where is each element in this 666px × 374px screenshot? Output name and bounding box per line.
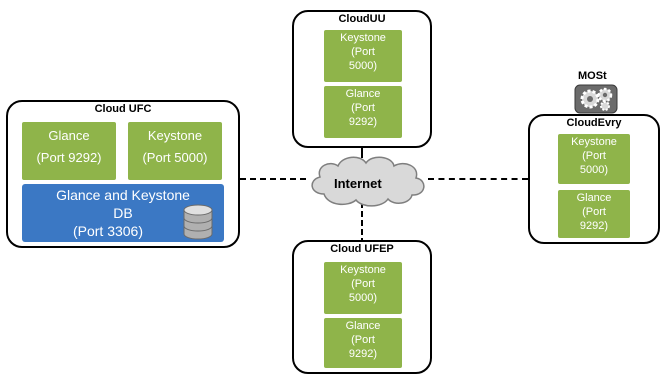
service-port-line1: (Port <box>351 333 375 346</box>
cloud-evry: CloudEvry Keystone (Port 5000) Glance (P… <box>528 114 660 244</box>
cloud-ufep: Cloud UFEP Keystone (Port 5000) Glance (… <box>292 240 432 374</box>
service-name: Keystone <box>340 264 386 276</box>
link-ufc-internet <box>240 178 306 180</box>
service-port-line2: 5000) <box>579 163 609 176</box>
cloud-uu-title: CloudUU <box>338 13 386 25</box>
cloud-uu-keystone: Keystone (Port 5000) <box>324 30 402 82</box>
service-name: Glance <box>345 320 381 332</box>
cloud-ufep-glance: Glance (Port 9292) <box>324 318 402 368</box>
cloud-ufc: Cloud UFC Glance (Port 9292) Keystone (P… <box>6 100 240 248</box>
service-port-line1: (Port <box>582 205 606 218</box>
service-name: Keystone <box>340 32 386 44</box>
service-name: Keystone <box>571 136 617 148</box>
service-name: Keystone <box>147 128 203 143</box>
cloud-evry-keystone: Keystone (Port 5000) <box>558 134 630 184</box>
service-port: (Port 5000) <box>142 150 208 166</box>
service-port: (Port 9292) <box>36 150 102 166</box>
link-uu-internet <box>361 148 363 158</box>
cloud-uu: CloudUU Keystone (Port 5000) Glance (Por… <box>292 10 432 148</box>
service-port-line1: (Port <box>351 277 375 290</box>
db-line2: DB <box>113 205 133 222</box>
most-label: MOSt <box>578 70 607 82</box>
cloud-evry-glance: Glance (Port 9292) <box>558 190 630 238</box>
internet-label: Internet <box>334 176 382 191</box>
service-port-line2: 5000) <box>348 59 378 72</box>
service-port-line2: 9292) <box>348 115 378 128</box>
cloud-ufc-title: Cloud UFC <box>94 103 152 115</box>
cloud-ufc-glance: Glance (Port 9292) <box>22 122 116 180</box>
service-port-line2: 5000) <box>348 291 378 304</box>
cloud-ufep-keystone: Keystone (Port 5000) <box>324 262 402 314</box>
link-internet-evry <box>428 178 528 180</box>
cloud-uu-glance: Glance (Port 9292) <box>324 86 402 138</box>
cloud-ufc-db: Glance and Keystone DB (Port 3306) <box>22 184 224 242</box>
cloud-ufep-title: Cloud UFEP <box>330 243 394 255</box>
db-line1: Glance and Keystone <box>56 187 190 203</box>
service-port-line1: (Port <box>351 45 375 58</box>
database-icon <box>183 204 213 240</box>
cloud-evry-title: CloudEvry <box>566 117 622 129</box>
link-internet-ufep <box>361 202 363 244</box>
service-port-line2: 9292) <box>579 219 609 232</box>
service-port-line1: (Port <box>351 101 375 114</box>
service-name: Glance <box>576 192 612 204</box>
service-name: Glance <box>345 88 381 100</box>
service-port-line1: (Port <box>582 149 606 162</box>
cloud-ufc-keystone: Keystone (Port 5000) <box>128 122 222 180</box>
gears-icon <box>574 84 618 114</box>
internet-cloud-icon <box>311 156 425 207</box>
service-port-line2: 9292) <box>348 347 378 360</box>
service-name: Glance <box>48 128 90 143</box>
db-port: (Port 3306) <box>72 223 144 240</box>
